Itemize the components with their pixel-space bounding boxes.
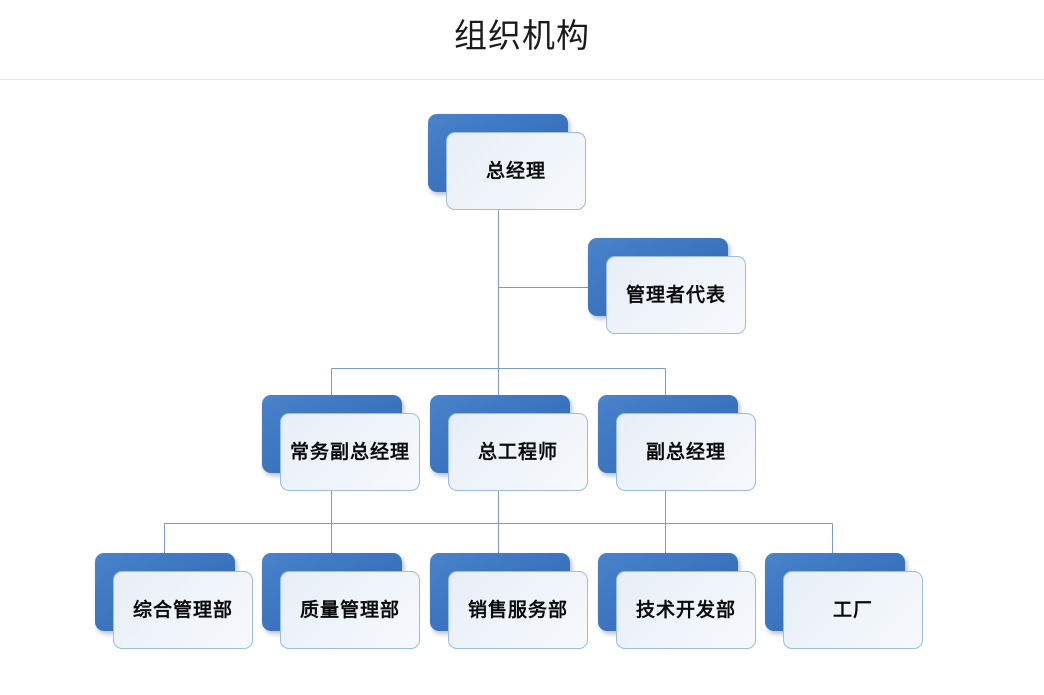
page-title: 组织机构 (454, 17, 590, 54)
node-face: 工厂 (783, 571, 923, 649)
org-node-chief-engineer[interactable]: 总工程师 (430, 395, 588, 491)
node-face: 销售服务部 (448, 571, 588, 649)
org-node-label: 销售服务部 (467, 599, 568, 621)
org-node-sales-service-department[interactable]: 销售服务部 (430, 553, 588, 649)
org-node-label: 技术开发部 (635, 599, 736, 621)
org-node-management-representative[interactable]: 管理者代表 (588, 238, 746, 334)
org-node-label: 总经理 (485, 160, 546, 182)
node-face: 技术开发部 (616, 571, 756, 649)
org-node-label: 总工程师 (477, 441, 558, 463)
org-node-label: 副总经理 (645, 441, 726, 463)
org-node-executive-deputy-general-manager[interactable]: 常务副总经理 (262, 395, 420, 491)
org-node-label: 常务副总经理 (289, 441, 410, 463)
org-chart: 总经理 管理者代表 常务副总经理 总工程师 副总经理 综合管理部 (0, 80, 1044, 695)
org-node-general-manager[interactable]: 总经理 (428, 114, 586, 210)
org-node-general-administration-department[interactable]: 综合管理部 (95, 553, 253, 649)
node-face: 管理者代表 (606, 256, 746, 334)
node-face: 总经理 (446, 132, 586, 210)
org-node-factory[interactable]: 工厂 (765, 553, 923, 649)
org-node-label: 综合管理部 (132, 599, 233, 621)
node-face: 综合管理部 (113, 571, 253, 649)
org-node-quality-management-department[interactable]: 质量管理部 (262, 553, 420, 649)
node-face: 质量管理部 (280, 571, 420, 649)
org-node-deputy-general-manager[interactable]: 副总经理 (598, 395, 756, 491)
page-header: 组织机构 (0, 0, 1044, 80)
node-face: 总工程师 (448, 413, 588, 491)
org-node-label: 管理者代表 (625, 284, 726, 306)
node-face: 副总经理 (616, 413, 756, 491)
org-node-technology-development-department[interactable]: 技术开发部 (598, 553, 756, 649)
org-node-label: 质量管理部 (299, 599, 400, 621)
node-face: 常务副总经理 (280, 413, 420, 491)
org-node-label: 工厂 (832, 599, 873, 621)
